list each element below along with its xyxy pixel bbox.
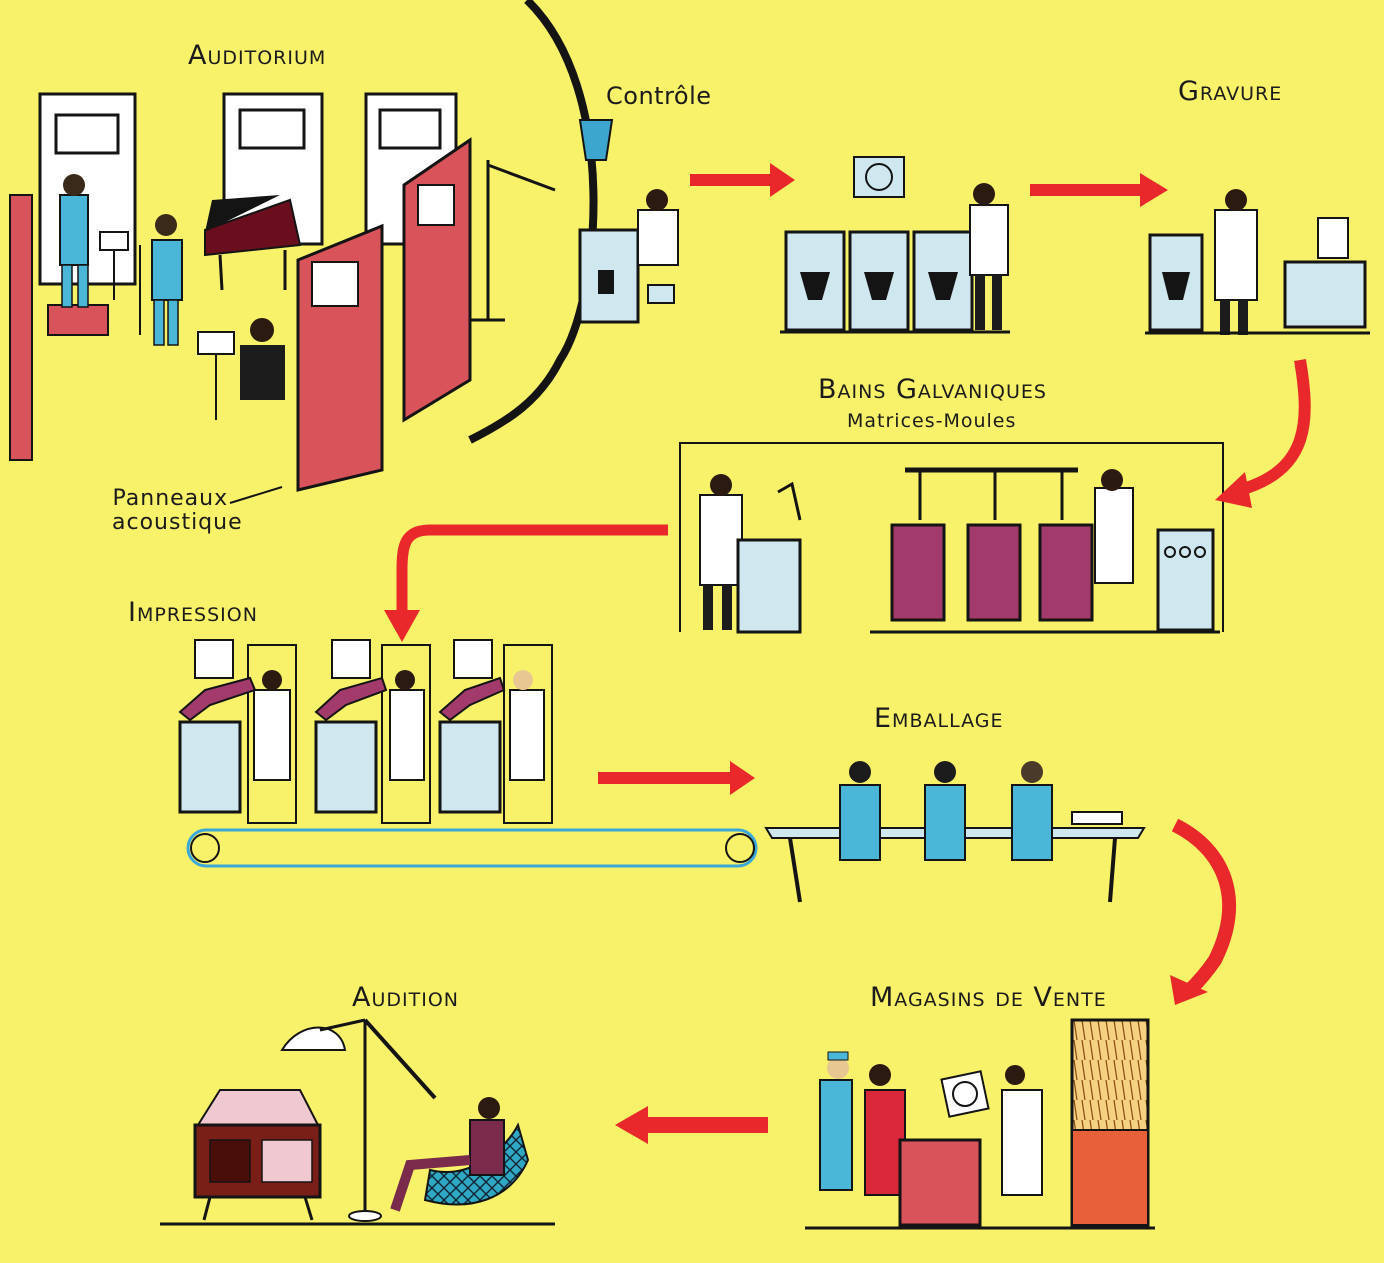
label-panneaux-line1: Panneaux	[112, 486, 229, 511]
controle-scene	[578, 119, 679, 324]
label-magasins-de-vente: Magasins de Vente	[870, 982, 1107, 1013]
label-emballage: Emballage	[874, 703, 1004, 734]
arrow-right-icon	[598, 761, 755, 795]
label-bains-galvaniques: Bains Galvaniques	[818, 374, 1047, 405]
arrow-curve-down-icon	[1215, 472, 1252, 508]
label-gravure: Gravure	[1178, 76, 1283, 107]
arrow-curve-down-icon	[1238, 359, 1311, 496]
label-auditorium: Auditorium	[188, 40, 327, 71]
label-impression: Impression	[128, 597, 258, 628]
label-panneaux-line2: acoustique	[112, 510, 243, 535]
arrow-right-icon	[1030, 173, 1168, 207]
enregistement-scene	[780, 156, 1010, 334]
emballage-scene	[764, 761, 1146, 903]
label-audition: Audition	[352, 982, 459, 1013]
impression-scene	[178, 639, 758, 868]
arrow-curve-down-icon	[396, 524, 668, 610]
arrow-curve-down-icon	[384, 610, 420, 642]
magasins-scene	[805, 1018, 1155, 1230]
label-panneaux-acoustique: Panneaux acoustique	[98, 487, 243, 535]
label-controle: Contrôle	[606, 82, 712, 110]
arrow-right-icon	[690, 163, 795, 197]
arrow-left-icon	[615, 1106, 768, 1144]
label-matrices-moules: Matrices-Moules	[847, 410, 1017, 432]
arrow-curve-down-icon	[1171, 818, 1236, 995]
arrow-curve-down-icon	[1170, 975, 1208, 1005]
bains-scene	[679, 442, 1224, 634]
audition-scene	[160, 1018, 555, 1226]
gravure-scene	[1145, 189, 1370, 335]
flow-arrows	[384, 163, 1311, 1144]
auditorium-scene	[9, 0, 598, 504]
